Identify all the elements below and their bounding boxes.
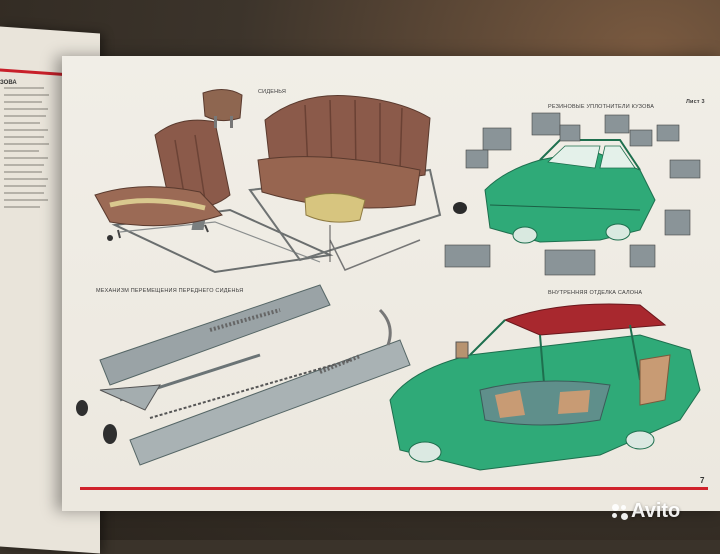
illustrations [76, 89, 701, 471]
watermark-text: Avito [631, 500, 681, 522]
page-bottom-rule [80, 487, 708, 490]
avito-watermark: Avito [612, 500, 680, 523]
label-slide-mechanism: МЕХАНИЗМ ПЕРЕМЕЩЕНИЯ ПЕРЕДНЕГО СИДЕНЬЯ [96, 288, 244, 294]
label-seats: СИДЕНЬЯ [258, 89, 287, 95]
seats-illustration [94, 89, 442, 274]
label-sheet: Лист 3 [686, 99, 705, 105]
avito-logo-icon [612, 503, 628, 520]
left-page-text [0, 82, 56, 213]
page-number: 7 [700, 476, 705, 485]
left-page-heading: ЗОВА [0, 80, 17, 86]
seals-illustration [444, 112, 701, 276]
label-interior-trim: ВНУТРЕННЯЯ ОТДЕЛКА САЛОНА [548, 290, 643, 296]
slide-mechanism-illustration [76, 284, 411, 466]
label-seals: РЕЗИНОВЫЕ УПЛОТНИТЕЛИ КУЗОВА [548, 104, 655, 110]
interior-trim-illustration [389, 303, 701, 471]
